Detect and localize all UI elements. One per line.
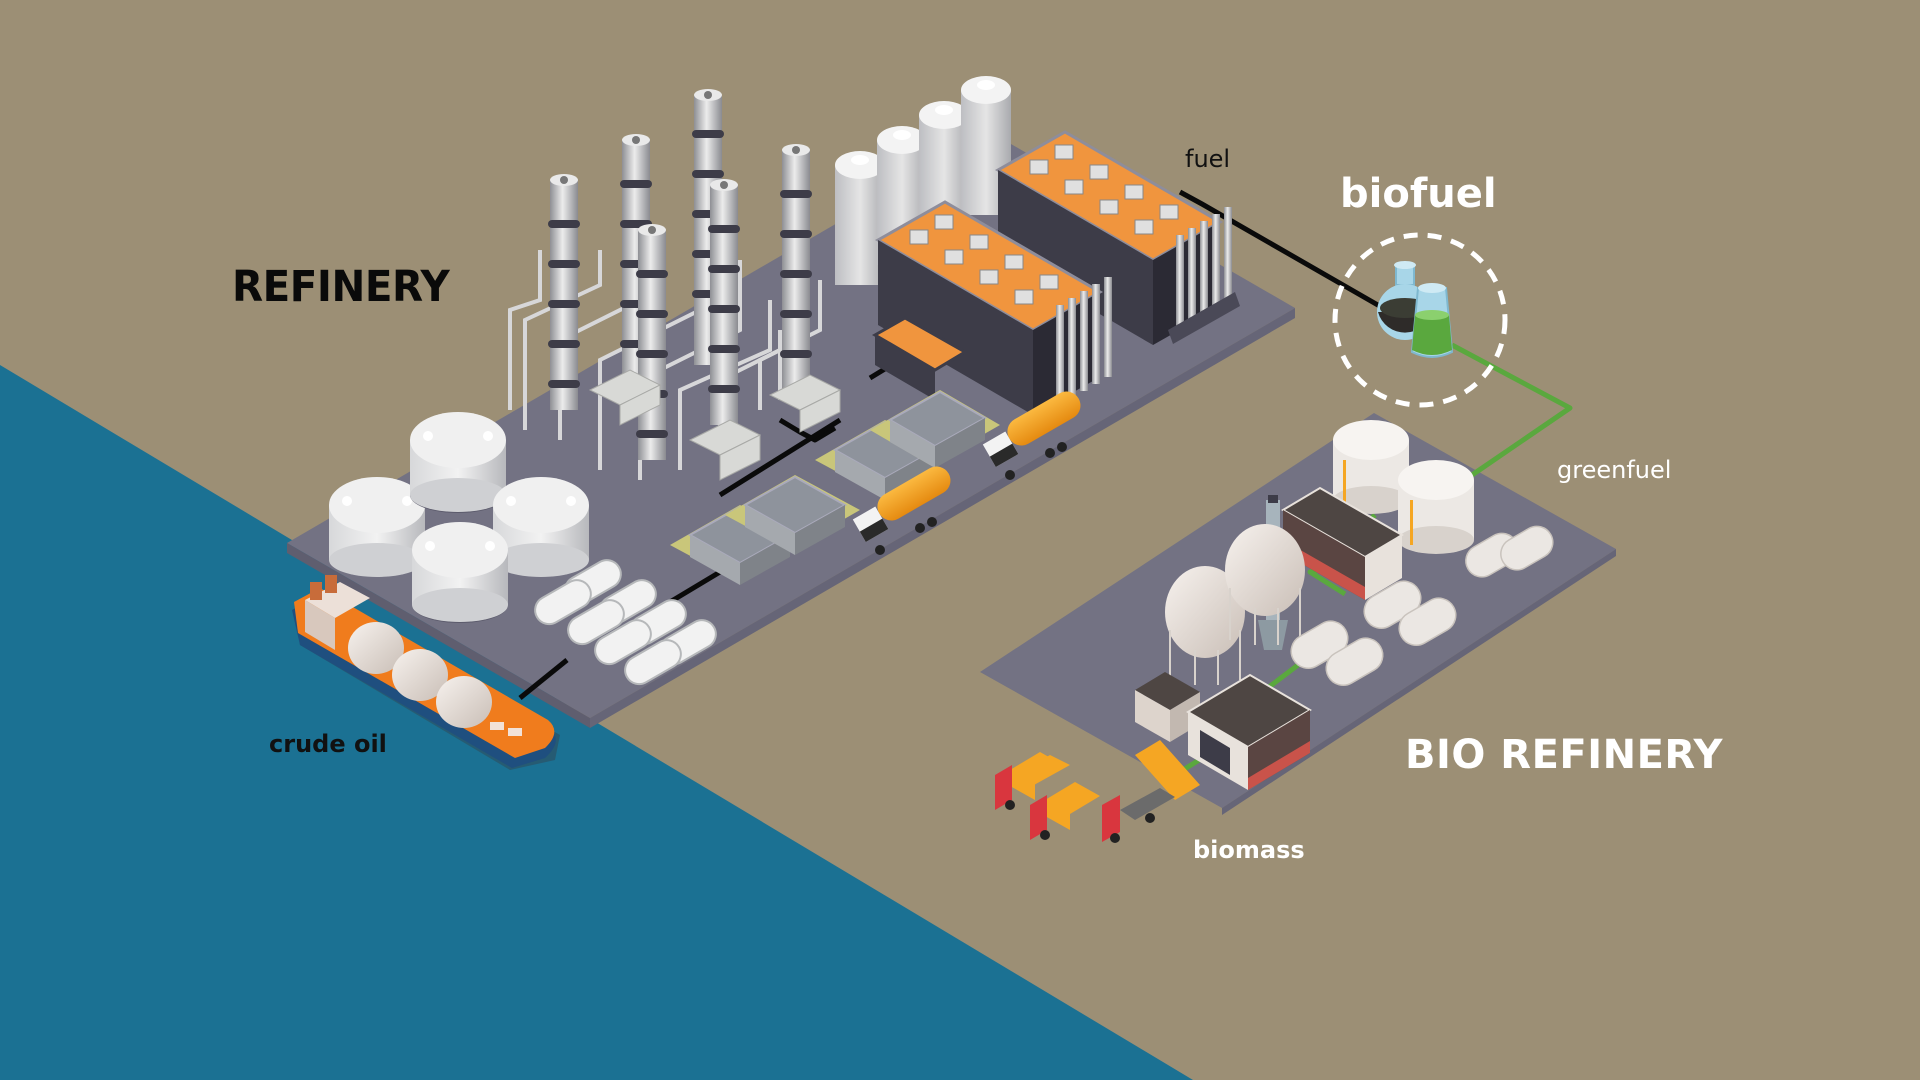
storage-tank xyxy=(412,522,508,623)
biofuel-label: biofuel xyxy=(1340,171,1497,217)
storage-tanks xyxy=(329,412,589,623)
horizontal-cylinders xyxy=(534,559,717,686)
guard-house xyxy=(1135,672,1200,742)
dump-truck xyxy=(1030,782,1100,840)
tanker-truck xyxy=(852,466,951,555)
crude-oil-label: crude oil xyxy=(269,730,387,758)
column xyxy=(780,144,812,400)
greenfuel-label: greenfuel xyxy=(1557,456,1672,484)
storage-tank xyxy=(410,412,506,513)
bio-storage-tanks xyxy=(1333,420,1474,554)
fuel-label: fuel xyxy=(1185,145,1231,173)
processing-building-back xyxy=(994,130,1240,345)
biomass-trucks xyxy=(995,740,1200,843)
column xyxy=(636,224,668,460)
distillation-columns xyxy=(508,89,842,481)
bio-process-building xyxy=(1281,486,1404,600)
refinery-title: REFINERY xyxy=(232,262,450,312)
biomass-label: biomass xyxy=(1193,836,1305,864)
beaker-icon xyxy=(1410,283,1454,358)
processing-building-front xyxy=(871,200,1112,415)
column xyxy=(548,174,580,410)
storage-tank xyxy=(493,477,589,577)
biofuel-marker xyxy=(1332,232,1508,408)
bio-intake-building xyxy=(1186,673,1312,790)
dump-truck-unloading xyxy=(1102,740,1200,843)
silo xyxy=(835,151,885,285)
cooling-units xyxy=(670,390,1000,585)
lng-ship xyxy=(292,575,560,770)
horizontal-bio-tanks xyxy=(1290,525,1554,686)
column xyxy=(708,179,740,425)
spherical-tanks xyxy=(1165,524,1305,685)
tanker-truck xyxy=(982,391,1081,480)
bio-refinery-title: BIO REFINERY xyxy=(1405,732,1724,778)
dump-truck xyxy=(995,752,1070,810)
storage-tank xyxy=(329,477,425,577)
